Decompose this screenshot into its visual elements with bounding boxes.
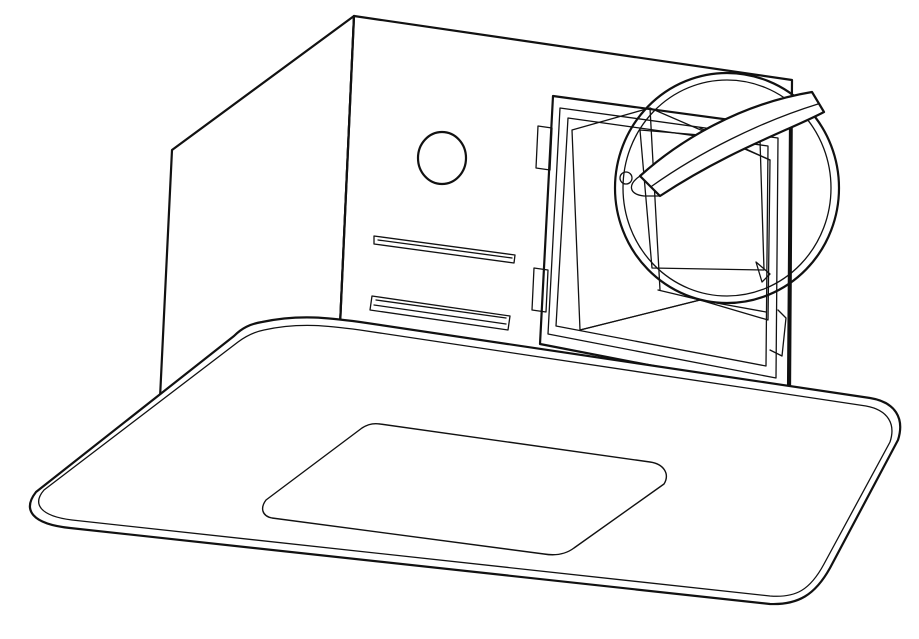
damper-flap	[630, 90, 826, 198]
mounting-hole	[416, 130, 468, 186]
lower-slot-tab	[369, 295, 511, 331]
upper-slot	[373, 235, 516, 264]
grille-cover-rim	[38, 324, 893, 597]
grille-center-panel	[261, 422, 668, 556]
housing-corner-edge	[338, 14, 356, 328]
collar-bracket	[769, 309, 787, 357]
